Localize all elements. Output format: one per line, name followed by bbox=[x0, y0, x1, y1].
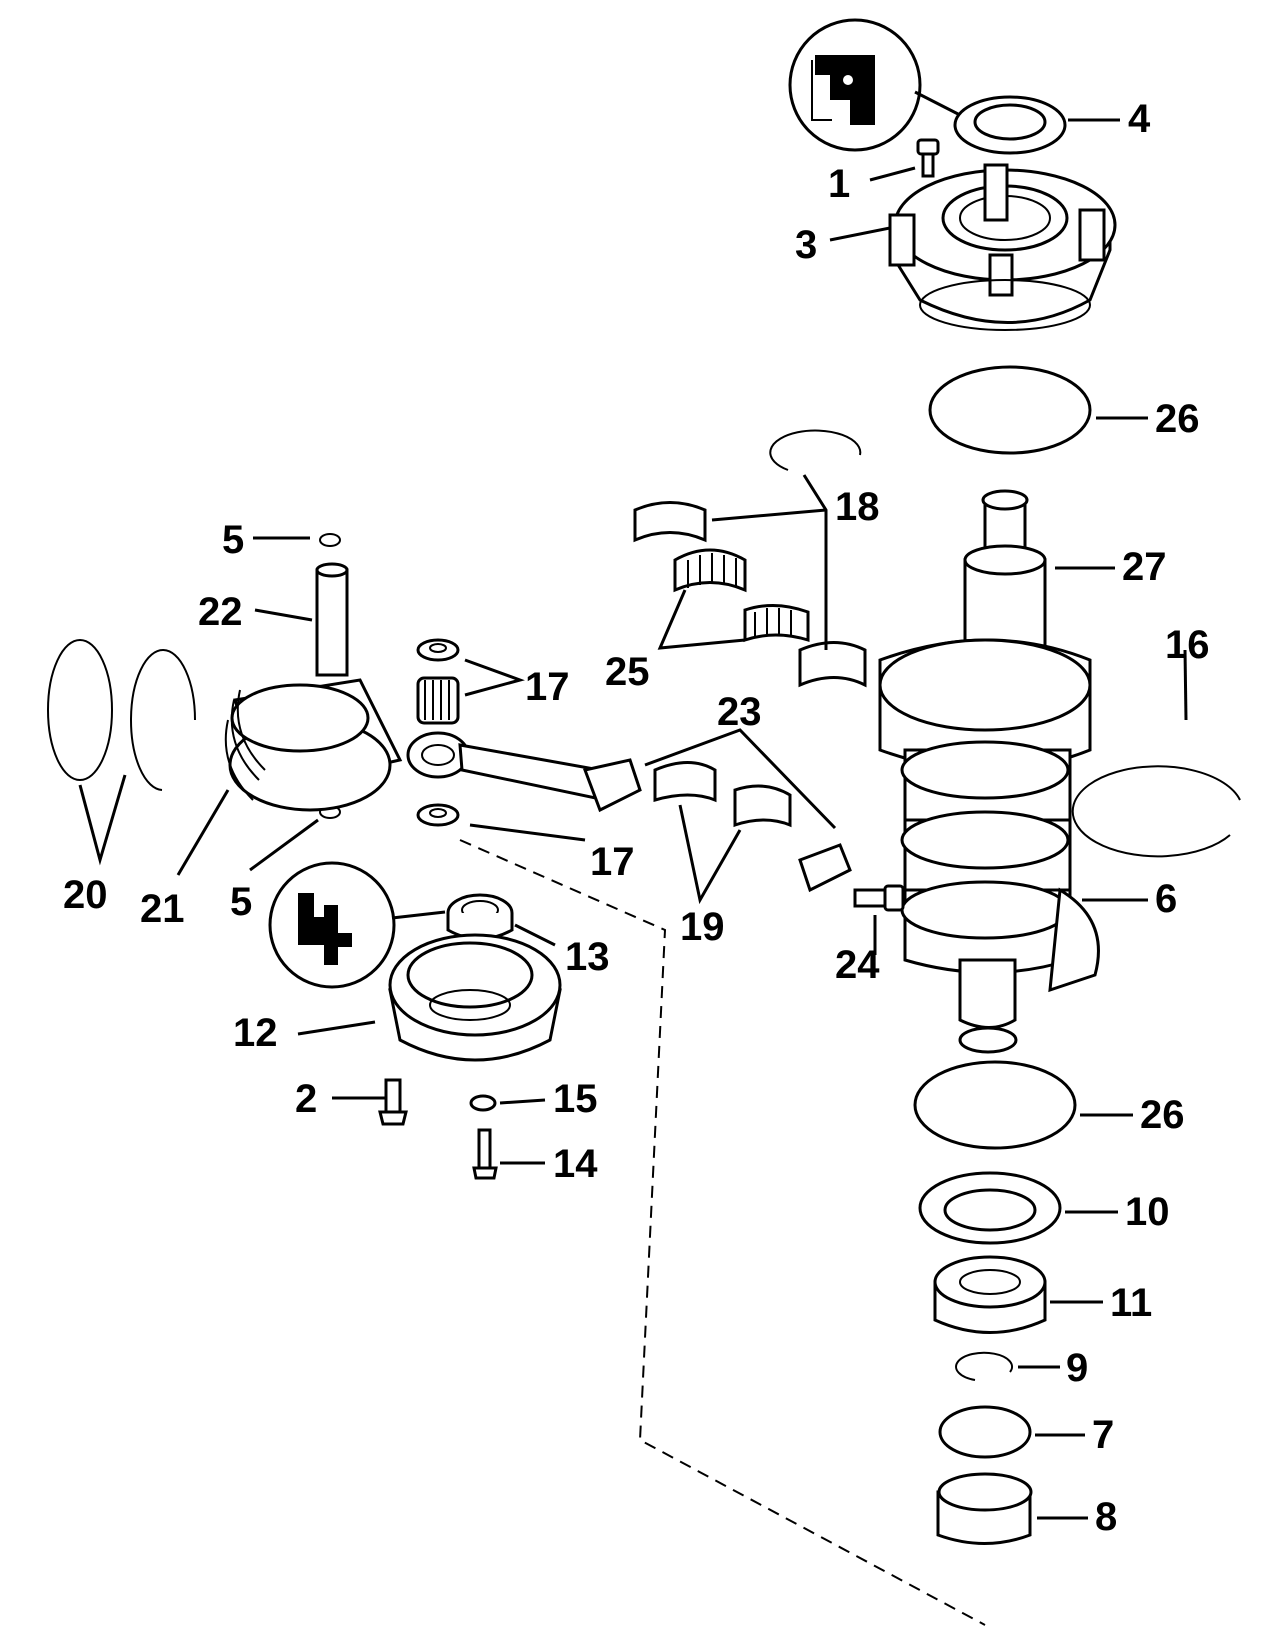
part-13-lower-seal bbox=[446, 893, 514, 941]
callout-14: 14 bbox=[553, 1142, 598, 1186]
part-6-crankshaft bbox=[878, 489, 1100, 1054]
part-22-wrist-pin bbox=[315, 562, 349, 677]
callout-25: 25 bbox=[605, 650, 650, 694]
part-25-bearing-cage bbox=[673, 548, 810, 643]
part-21-piston bbox=[224, 678, 403, 812]
part-4-upper-seal bbox=[953, 95, 1067, 155]
part-23-connecting-rod bbox=[406, 731, 852, 893]
callout-23: 23 bbox=[717, 690, 762, 734]
part-7-oil-seal bbox=[938, 1405, 1032, 1459]
callout-26b: 26 bbox=[1140, 1093, 1185, 1137]
seal-detail-lower-icon bbox=[268, 861, 446, 989]
part-16-ring bbox=[1071, 765, 1241, 858]
callout-10: 10 bbox=[1125, 1190, 1170, 1234]
callout-5a: 5 bbox=[222, 518, 244, 562]
callout-16: 16 bbox=[1165, 623, 1210, 667]
callout-24: 24 bbox=[835, 943, 880, 987]
callout-2: 2 bbox=[295, 1077, 317, 1121]
part-26-o-ring-upper bbox=[928, 365, 1092, 455]
part-15-washer bbox=[469, 1094, 497, 1112]
callout-8: 8 bbox=[1095, 1495, 1117, 1539]
callout-5b: 5 bbox=[230, 880, 252, 924]
leader-lines bbox=[78, 118, 1188, 1520]
part-14-screw bbox=[472, 1128, 498, 1180]
part-12-lower-bearing-housing bbox=[388, 933, 562, 1062]
callout-11: 11 bbox=[1110, 1281, 1152, 1325]
callout-22: 22 bbox=[198, 590, 243, 634]
callout-21: 21 bbox=[140, 887, 185, 931]
callout-6: 6 bbox=[1155, 877, 1177, 921]
part-20-piston-rings bbox=[47, 639, 196, 791]
callout-7: 7 bbox=[1092, 1413, 1114, 1457]
callout-3: 3 bbox=[795, 223, 817, 267]
callout-19: 19 bbox=[680, 905, 725, 949]
assembly-dash-line bbox=[459, 839, 986, 1626]
part-1-bolt bbox=[916, 138, 940, 178]
callout-13: 13 bbox=[565, 935, 610, 979]
part-11-ball-bearing bbox=[933, 1255, 1047, 1334]
part-3-upper-bearing-housing bbox=[888, 163, 1117, 331]
callout-4: 4 bbox=[1128, 97, 1151, 141]
callout-26a: 26 bbox=[1155, 397, 1200, 441]
callout-27: 27 bbox=[1122, 545, 1167, 589]
seal-detail-upper-icon bbox=[788, 18, 961, 152]
part-24-screw bbox=[853, 884, 905, 912]
callout-15: 15 bbox=[553, 1077, 598, 1121]
callout-12: 12 bbox=[233, 1011, 278, 1055]
callout-20: 20 bbox=[63, 873, 108, 917]
part-18-bearing-cage bbox=[633, 501, 867, 688]
part-26-o-ring-lower bbox=[913, 1060, 1077, 1150]
callout-17a: 17 bbox=[525, 665, 570, 709]
part-17-thrust-washers bbox=[416, 638, 460, 827]
part-5-clip-upper bbox=[319, 533, 341, 547]
part-9-snap-ring bbox=[955, 1351, 1013, 1381]
callout-1: 1 bbox=[828, 162, 850, 206]
callout-9: 9 bbox=[1066, 1346, 1088, 1390]
part-2-bolt bbox=[378, 1078, 408, 1126]
callout-numbers: 1 2 3 4 5 5 6 7 8 9 10 11 12 13 14 15 16… bbox=[63, 97, 1210, 1539]
part-8-bushing bbox=[936, 1472, 1033, 1545]
callout-17b: 17 bbox=[590, 840, 635, 884]
callout-18: 18 bbox=[835, 485, 880, 529]
part-19-rod-bearing bbox=[653, 761, 792, 828]
part-18-retaining-ring bbox=[769, 429, 862, 471]
part-10-retainer-plate bbox=[918, 1171, 1062, 1245]
